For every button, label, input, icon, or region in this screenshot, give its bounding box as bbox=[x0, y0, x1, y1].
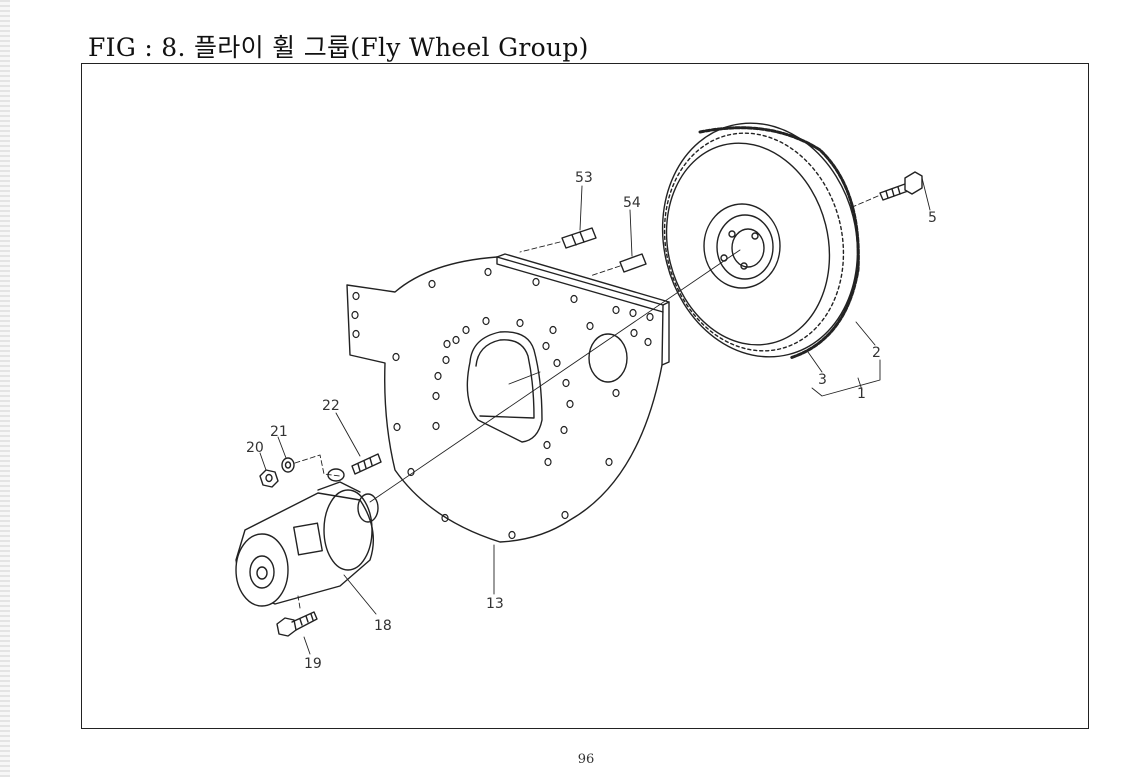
callout-21: 21 bbox=[270, 424, 288, 440]
callout-5: 5 bbox=[928, 210, 937, 226]
flywheel-housing-plate bbox=[346, 253, 670, 543]
callout-19: 19 bbox=[304, 656, 322, 672]
callout-13: 13 bbox=[486, 596, 504, 612]
leader-lines bbox=[259, 177, 931, 655]
callout-1: 1 bbox=[857, 386, 866, 402]
scan-page-edge bbox=[0, 0, 10, 777]
callout-18: 18 bbox=[374, 618, 392, 634]
callout-2: 2 bbox=[872, 345, 881, 361]
callout-20: 20 bbox=[246, 440, 264, 456]
dowel-pin-53 bbox=[561, 227, 597, 249]
flywheel-bolt bbox=[879, 171, 923, 201]
diagram-frame bbox=[81, 63, 1089, 729]
page-number: 96 bbox=[577, 752, 595, 767]
figure-title: FIG : 8. 플라이 휠 그룹(Fly Wheel Group) bbox=[88, 33, 589, 62]
stud-bolt bbox=[351, 453, 382, 475]
flywheel-ring-gear bbox=[661, 122, 860, 360]
callout-54: 54 bbox=[623, 195, 641, 211]
callout-22: 22 bbox=[322, 398, 340, 414]
lock-washer bbox=[281, 457, 295, 473]
callout-53: 53 bbox=[575, 170, 593, 186]
starter-motor bbox=[235, 468, 379, 607]
starter-bolt bbox=[276, 611, 318, 637]
callout-3: 3 bbox=[818, 372, 827, 388]
hex-nut bbox=[259, 469, 279, 488]
dowel-pin-54 bbox=[619, 253, 647, 273]
